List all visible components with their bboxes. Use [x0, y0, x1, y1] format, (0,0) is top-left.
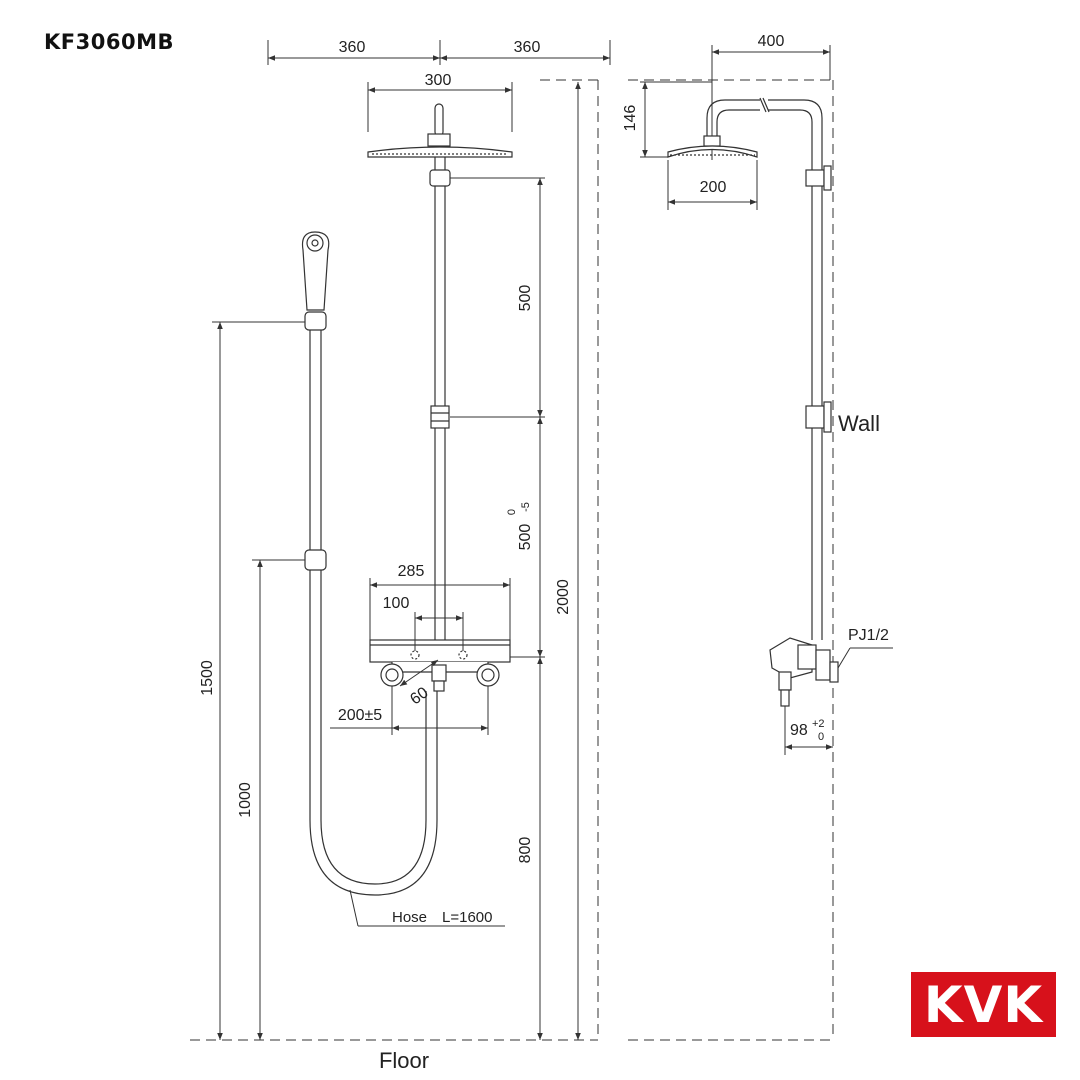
- slide-holder-lower: [304, 549, 327, 571]
- riser-pipe: [429, 157, 451, 642]
- hand-shower: [301, 231, 330, 311]
- dim-500-upper: 500: [517, 285, 534, 312]
- tol98-upper: +2: [812, 718, 825, 730]
- dim-285: 285: [398, 563, 425, 580]
- dim-400: 400: [758, 33, 785, 50]
- wall-label: Wall: [838, 411, 880, 436]
- dim-1500: 1500: [199, 660, 216, 696]
- side-mixer: [769, 637, 839, 707]
- dim-2000: 2000: [555, 579, 572, 615]
- tol-upper: 0: [506, 509, 518, 515]
- dim-500-lower: 500: [517, 524, 534, 551]
- dim-98: 98: [790, 722, 808, 739]
- hose-length: L=1600: [442, 909, 492, 926]
- dim-146: 146: [622, 105, 639, 132]
- kvk-logo: KVK: [911, 972, 1056, 1037]
- dim-60: 60: [407, 684, 431, 708]
- shower-hose: [309, 330, 438, 896]
- dim-side-head-200: 200: [700, 179, 727, 196]
- hose-label: Hose: [392, 909, 427, 926]
- dim-200-5: 200±5: [338, 707, 382, 724]
- dim-head-width: 300: [425, 72, 452, 89]
- dim-100: 100: [383, 595, 410, 612]
- wall-line: [540, 79, 834, 1040]
- dim-top-left: 360: [339, 39, 366, 56]
- dim-top-right: 360: [514, 39, 541, 56]
- rain-shower-head: [367, 103, 513, 158]
- floor-label: Floor: [379, 1048, 429, 1073]
- mixer-valve-body: [369, 639, 511, 692]
- tol98-lower: 0: [818, 731, 824, 743]
- thread-label: PJ1/2: [848, 627, 889, 644]
- slide-holder-upper: [304, 311, 327, 331]
- dim-1000: 1000: [237, 782, 254, 818]
- dim-800: 800: [517, 837, 534, 864]
- model-number: KF3060MB: [44, 30, 174, 54]
- side-riser: [667, 97, 832, 640]
- tol-lower: -5: [520, 502, 532, 512]
